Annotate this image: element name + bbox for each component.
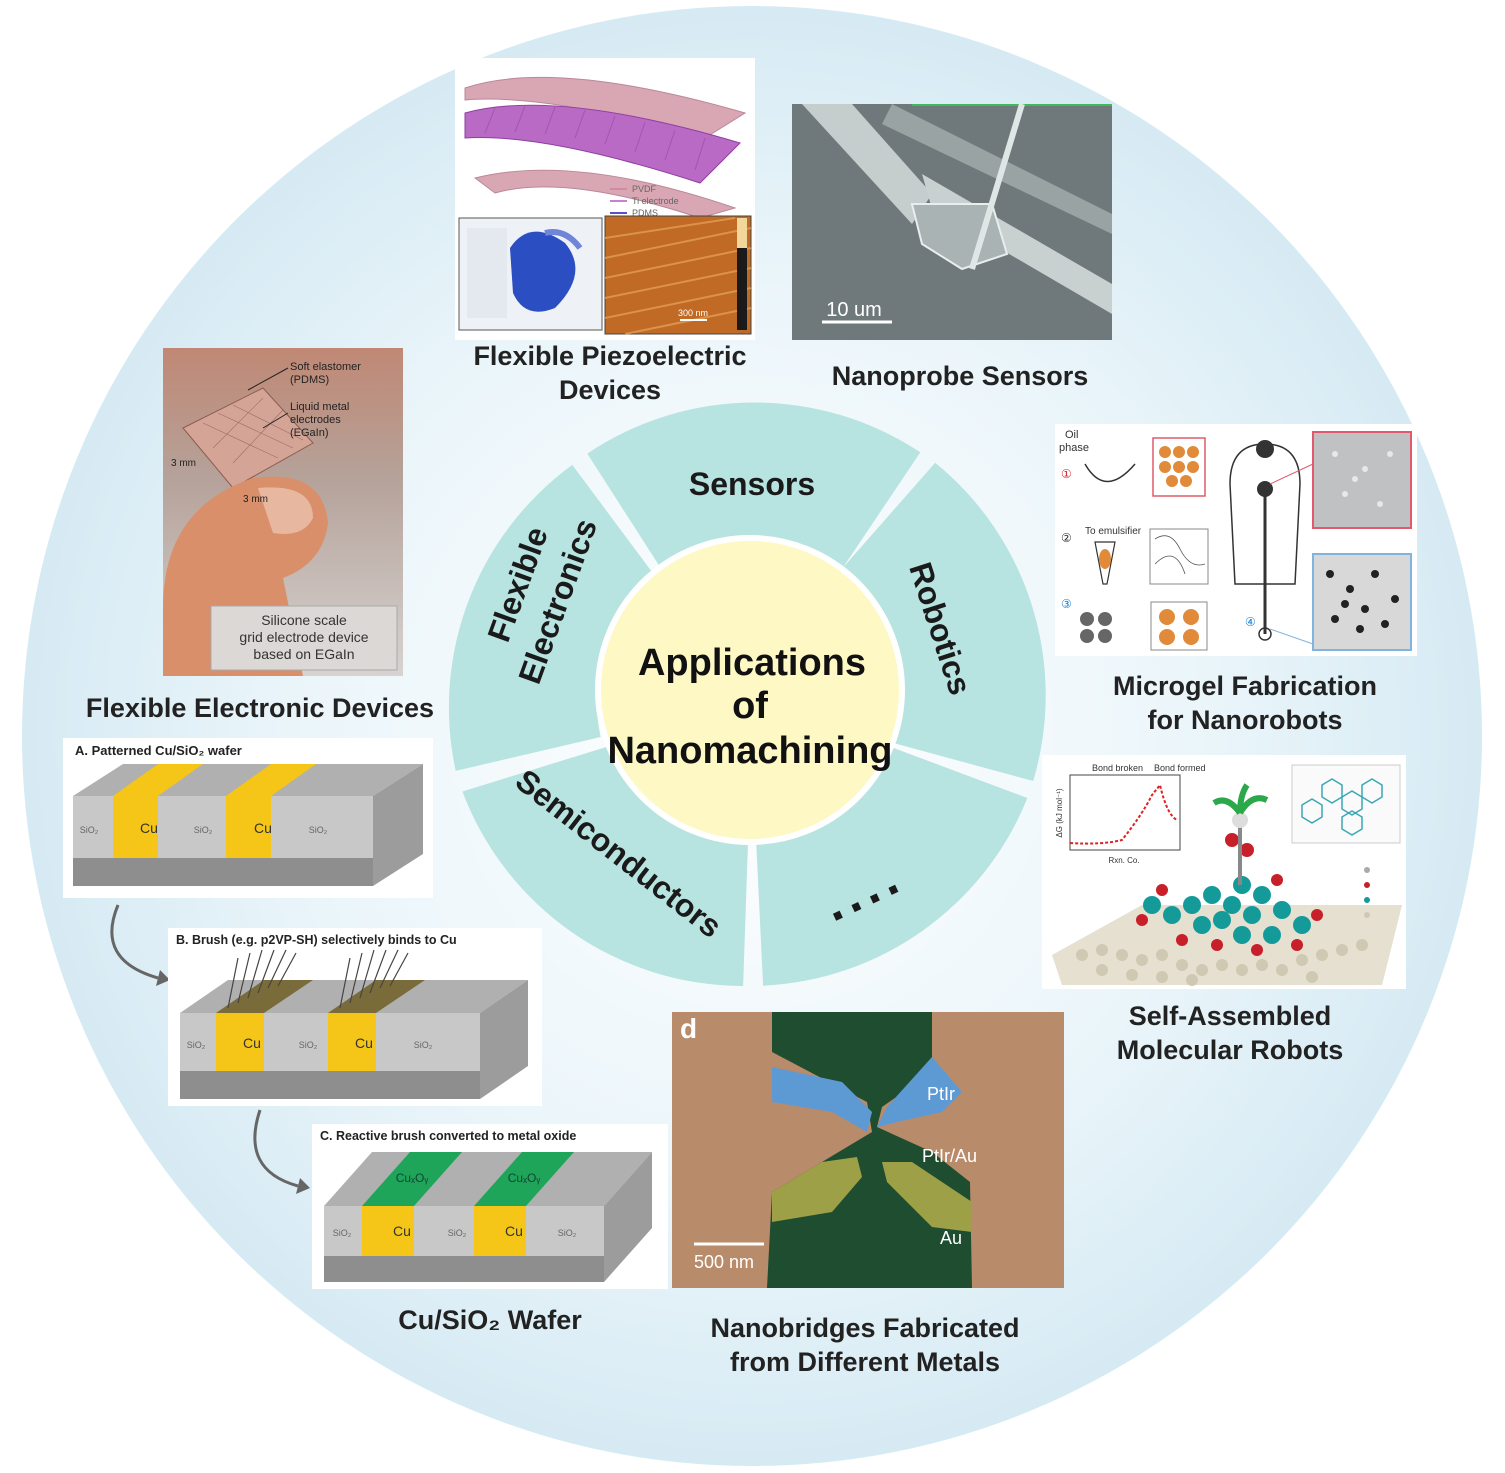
- wafer-b-sio2-2: SiO₂: [299, 1040, 318, 1050]
- microgel-marker-3: ③: [1061, 597, 1072, 611]
- wafer-b-sio2-3: SiO₂: [414, 1040, 433, 1050]
- piezo-panel: PVDF Ti electrode PDMS 300 nm: [455, 58, 755, 340]
- wafer-c-oxide-1: CuₓOᵧ: [396, 1171, 429, 1185]
- wafer-c-sio2-2: SiO₂: [448, 1228, 467, 1238]
- microgel-marker-2: ②: [1061, 531, 1072, 545]
- wafer-b-sio2-1: SiO₂: [187, 1040, 206, 1050]
- piezo-scale-label: 300 nm: [678, 308, 708, 318]
- sector-flexible-electronics: [448, 464, 658, 771]
- wafer-step-c: C. Reactive brush converted to metal oxi…: [320, 1129, 576, 1143]
- center-line-1: Applications: [638, 642, 866, 684]
- wafer-a-sio2-1: SiO₂: [80, 825, 99, 835]
- caption-flexible-devices: Flexible Electronic Devices: [85, 693, 435, 723]
- wafer-a-cu-2: Cu: [254, 820, 272, 836]
- nanoprobe-image: 10 um: [792, 104, 1112, 340]
- wafer-a-sio2-3: SiO₂: [309, 825, 328, 835]
- wafer-step-a-panel: A. Patterned Cu/SiO₂ wafer Cu Cu SiO₂ Si…: [63, 738, 433, 898]
- microgel-panel: Oil phase ① ② ③ ④ To emulsifier: [1055, 424, 1417, 656]
- molecular-bond-broken: Bond broken: [1092, 763, 1143, 773]
- flex-dim-b: 3 mm: [243, 494, 268, 505]
- sector-sensors: [587, 402, 921, 573]
- caption-microgel-line2: for Nanorobots: [1147, 704, 1343, 735]
- caption-selfassembled-line1: Self-Assembled: [1128, 1001, 1332, 1031]
- center-line-3: Nanomachining: [607, 730, 892, 772]
- flex-box-line3: based on EGaIn: [253, 646, 354, 662]
- wafer-a-cu-1: Cu: [140, 820, 158, 836]
- sector-robotics: [840, 462, 1046, 781]
- microgel-schematic: Oil phase ① ② ③ ④ To emulsifier: [1059, 429, 1412, 651]
- center-line-2: of: [732, 685, 768, 727]
- wafer-step-a-illustration: A. Patterned Cu/SiO₂ wafer Cu Cu SiO₂ Si…: [73, 743, 423, 886]
- flex-box-line1: Silicone scale: [261, 612, 347, 628]
- microgel-oil-1: Oil: [1065, 429, 1078, 441]
- sector-semiconductors: [462, 747, 748, 986]
- flex-label-metal-1: Liquid metal: [290, 401, 349, 413]
- caption-piezo-line1: Flexible Piezoelectric: [473, 341, 747, 371]
- wafer-b-cu-2: Cu: [355, 1035, 373, 1051]
- nanobridge-panel: d PtIr PtIr/Au Au 500 nm: [672, 1012, 1064, 1288]
- molecular-ylabel: ΔG (kJ mol⁻¹): [1055, 788, 1064, 837]
- nanobridge-ptir: PtIr: [927, 1084, 955, 1104]
- nanobridge-ptir-au: PtIr/Au: [922, 1146, 977, 1166]
- piezo-illustration: PVDF Ti electrode PDMS 300 nm: [458, 76, 752, 335]
- wafer-step-a: A. Patterned Cu/SiO₂ wafer: [75, 743, 242, 758]
- flex-dim-a: 3 mm: [171, 458, 196, 469]
- center-circle: [595, 535, 905, 845]
- piezo-legend-3: PDMS: [632, 208, 658, 218]
- wafer-c-sio2-1: SiO₂: [333, 1228, 352, 1238]
- molecular-bond-formed: Bond formed: [1154, 763, 1206, 773]
- piezo-legend-1: PVDF: [632, 184, 657, 194]
- caption-nanobridges-line2: from Different Metals: [729, 1346, 1001, 1377]
- molecular-illustration: Bond broken Bond formed Rxn. Co. ΔG (kJ …: [1052, 763, 1402, 986]
- flex-box-line2: grid electrode device: [239, 629, 368, 645]
- nanobridge-scale: 500 nm: [694, 1252, 754, 1272]
- wheel-sectors: [448, 402, 1046, 986]
- sector-ellipsis: [756, 747, 1028, 986]
- wafer-b-cu-1: Cu: [243, 1035, 261, 1051]
- microgel-marker-1: ①: [1061, 467, 1072, 481]
- flex-label-elastomer-1: Soft elastomer: [290, 361, 361, 373]
- flex-label-metal-2: electrodes: [290, 414, 341, 426]
- microgel-marker-4: ④: [1245, 615, 1256, 629]
- caption-piezo-line2: Devices: [558, 374, 662, 405]
- wafer-step-b-panel: B. Brush (e.g. p2VP-SH) selectively bind…: [168, 928, 542, 1106]
- flexible-device-photo: Soft elastomer (PDMS) Liquid metal elect…: [163, 348, 403, 676]
- nanobridge-letter: d: [680, 1013, 697, 1044]
- caption-microgel-line1: Microgel Fabrication: [1112, 671, 1378, 701]
- microgel-emulsifier: To emulsifier: [1085, 526, 1142, 537]
- wafer-c-sio2-3: SiO₂: [558, 1228, 577, 1238]
- wafer-step-b-illustration: B. Brush (e.g. p2VP-SH) selectively bind…: [176, 933, 528, 1099]
- nanobridge-image: d PtIr PtIr/Au Au 500 nm: [672, 1012, 1064, 1288]
- flex-label-metal-3: (EGaIn): [290, 427, 329, 439]
- caption-nanobridges: Nanobridges Fabricated from Different Me…: [680, 1312, 1050, 1380]
- piezo-legend-2: Ti electrode: [632, 196, 679, 206]
- wafer-c-cu-2: Cu: [505, 1223, 523, 1239]
- wafer-step-b: B. Brush (e.g. p2VP-SH) selectively bind…: [176, 933, 457, 947]
- caption-piezo: Flexible Piezoelectric Devices: [440, 340, 780, 408]
- nanoprobe-scale-label: 10 um: [826, 299, 882, 321]
- caption-selfassembled-line2: Molecular Robots: [1116, 1034, 1344, 1065]
- caption-microgel: Microgel Fabrication for Nanorobots: [1060, 670, 1430, 738]
- wafer-a-sio2-2: SiO₂: [194, 825, 213, 835]
- wafer-step-c-illustration: C. Reactive brush converted to metal oxi…: [320, 1129, 652, 1282]
- nanobridge-au: Au: [940, 1228, 962, 1248]
- microgel-oil-2: phase: [1059, 442, 1089, 454]
- wafer-step-c-panel: C. Reactive brush converted to metal oxi…: [312, 1124, 668, 1289]
- molecular-panel: Bond broken Bond formed Rxn. Co. ΔG (kJ …: [1042, 755, 1406, 989]
- sector-label-sensors: Sensors: [689, 466, 815, 502]
- wafer-c-cu-1: Cu: [393, 1223, 411, 1239]
- wafer-c-oxide-2: CuₓOᵧ: [508, 1171, 541, 1185]
- caption-wafer: Cu/SiO₂ Wafer: [398, 1305, 582, 1335]
- caption-nanobridges-line1: Nanobridges Fabricated: [710, 1313, 1020, 1343]
- nanoprobe-panel: 10 um: [792, 104, 1112, 340]
- caption-selfassembled: Self-Assembled Molecular Robots: [1080, 1000, 1380, 1068]
- flexible-device-panel: Soft elastomer (PDMS) Liquid metal elect…: [163, 348, 403, 676]
- molecular-xlabel: Rxn. Co.: [1108, 856, 1139, 865]
- flex-label-elastomer-2: (PDMS): [290, 374, 329, 386]
- caption-nanoprobe: Nanoprobe Sensors: [831, 361, 1089, 391]
